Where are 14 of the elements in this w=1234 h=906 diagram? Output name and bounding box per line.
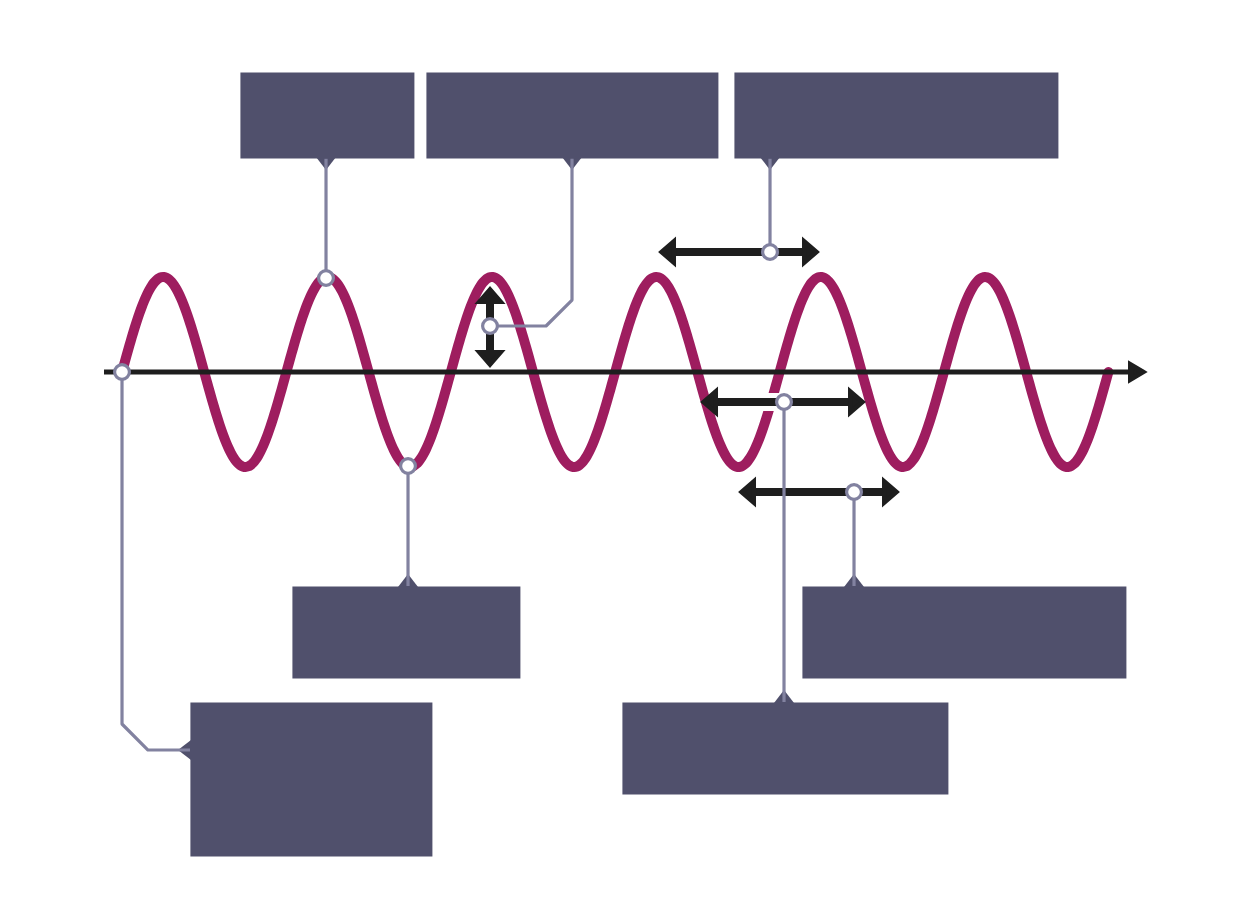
callout-box (622, 690, 949, 795)
leader-line (399, 457, 417, 586)
leader-line (845, 483, 863, 586)
callout-box (734, 72, 1059, 170)
leader-line (775, 393, 793, 702)
leader-line (317, 158, 335, 287)
callout-box (178, 702, 433, 857)
leader-line (481, 158, 574, 335)
leader-line (761, 158, 779, 261)
callout-box (240, 72, 415, 170)
callout-box (802, 574, 1127, 679)
callout-box (292, 574, 521, 679)
leader-line (113, 363, 190, 752)
callout-box (426, 72, 719, 170)
